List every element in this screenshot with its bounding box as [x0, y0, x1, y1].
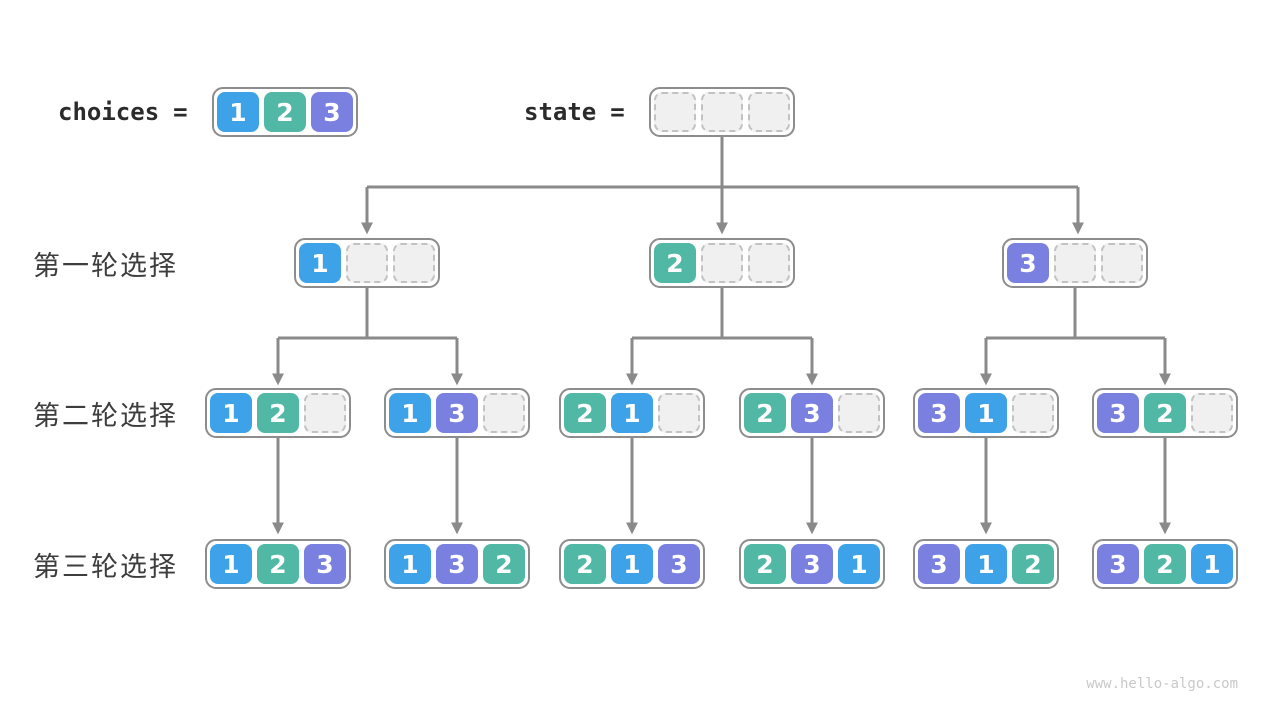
state-equals-sign: =: [610, 98, 625, 126]
value-cell-3: 3: [918, 393, 960, 433]
value-cell-2: 2: [1144, 544, 1186, 584]
empty-slot: [483, 393, 525, 433]
empty-slot: [654, 92, 696, 132]
value-cell-2: 2: [264, 92, 306, 132]
empty-slot: [393, 243, 435, 283]
value-cell-3: 3: [791, 544, 833, 584]
value-cell-1: 1: [965, 393, 1007, 433]
value-cell-3: 3: [918, 544, 960, 584]
empty-slot: [748, 92, 790, 132]
value-cell-1: 1: [965, 544, 1007, 584]
state-label: state: [524, 98, 597, 126]
empty-slot: [701, 92, 743, 132]
value-cell-1: 1: [210, 393, 252, 433]
value-cell-1: 1: [389, 393, 431, 433]
value-cell-3: 3: [1097, 544, 1139, 584]
value-cell-2: 2: [1144, 393, 1186, 433]
value-cell-1: 1: [838, 544, 880, 584]
value-cell-1: 1: [611, 393, 653, 433]
value-cell-1: 1: [299, 243, 341, 283]
value-cell-1: 1: [210, 544, 252, 584]
value-cell-3: 3: [304, 544, 346, 584]
state-expression: state =: [524, 87, 625, 137]
value-cell-2: 2: [1012, 544, 1054, 584]
value-cell-2: 2: [744, 544, 786, 584]
empty-slot: [748, 243, 790, 283]
value-cell-1: 1: [389, 544, 431, 584]
row-label-round-3: 第三轮选择: [33, 551, 178, 583]
choices-expression: choices =: [58, 87, 188, 137]
watermark: www.hello-algo.com: [1086, 676, 1238, 692]
value-cell-2: 2: [744, 393, 786, 433]
value-cell-2: 2: [564, 393, 606, 433]
value-cell-3: 3: [436, 544, 478, 584]
value-cell-1: 1: [1191, 544, 1233, 584]
empty-slot: [1101, 243, 1143, 283]
state-node-round1-1: 1: [294, 238, 440, 288]
value-cell-3: 3: [436, 393, 478, 433]
state-node-round1-3: 3: [1002, 238, 1148, 288]
choices-equals-sign: =: [173, 98, 188, 126]
value-cell-1: 1: [217, 92, 259, 132]
value-cell-3: 3: [311, 92, 353, 132]
empty-slot: [838, 393, 880, 433]
row-label-round-2: 第二轮选择: [33, 400, 178, 432]
value-cell-2: 2: [257, 393, 299, 433]
value-cell-3: 3: [658, 544, 700, 584]
empty-slot: [658, 393, 700, 433]
empty-slot: [701, 243, 743, 283]
empty-slot: [1191, 393, 1233, 433]
value-cell-3: 3: [791, 393, 833, 433]
choices-label: choices: [58, 98, 160, 126]
empty-slot: [1012, 393, 1054, 433]
empty-slot: [346, 243, 388, 283]
value-cell-1: 1: [611, 544, 653, 584]
value-cell-2: 2: [483, 544, 525, 584]
row-label-round-1: 第一轮选择: [33, 250, 178, 282]
value-cell-2: 2: [654, 243, 696, 283]
value-cell-3: 3: [1097, 393, 1139, 433]
value-cell-2: 2: [257, 544, 299, 584]
value-cell-3: 3: [1007, 243, 1049, 283]
empty-slot: [304, 393, 346, 433]
state-array-empty: [649, 87, 795, 137]
value-cell-2: 2: [564, 544, 606, 584]
state-node-round1-2: 2: [649, 238, 795, 288]
empty-slot: [1054, 243, 1096, 283]
